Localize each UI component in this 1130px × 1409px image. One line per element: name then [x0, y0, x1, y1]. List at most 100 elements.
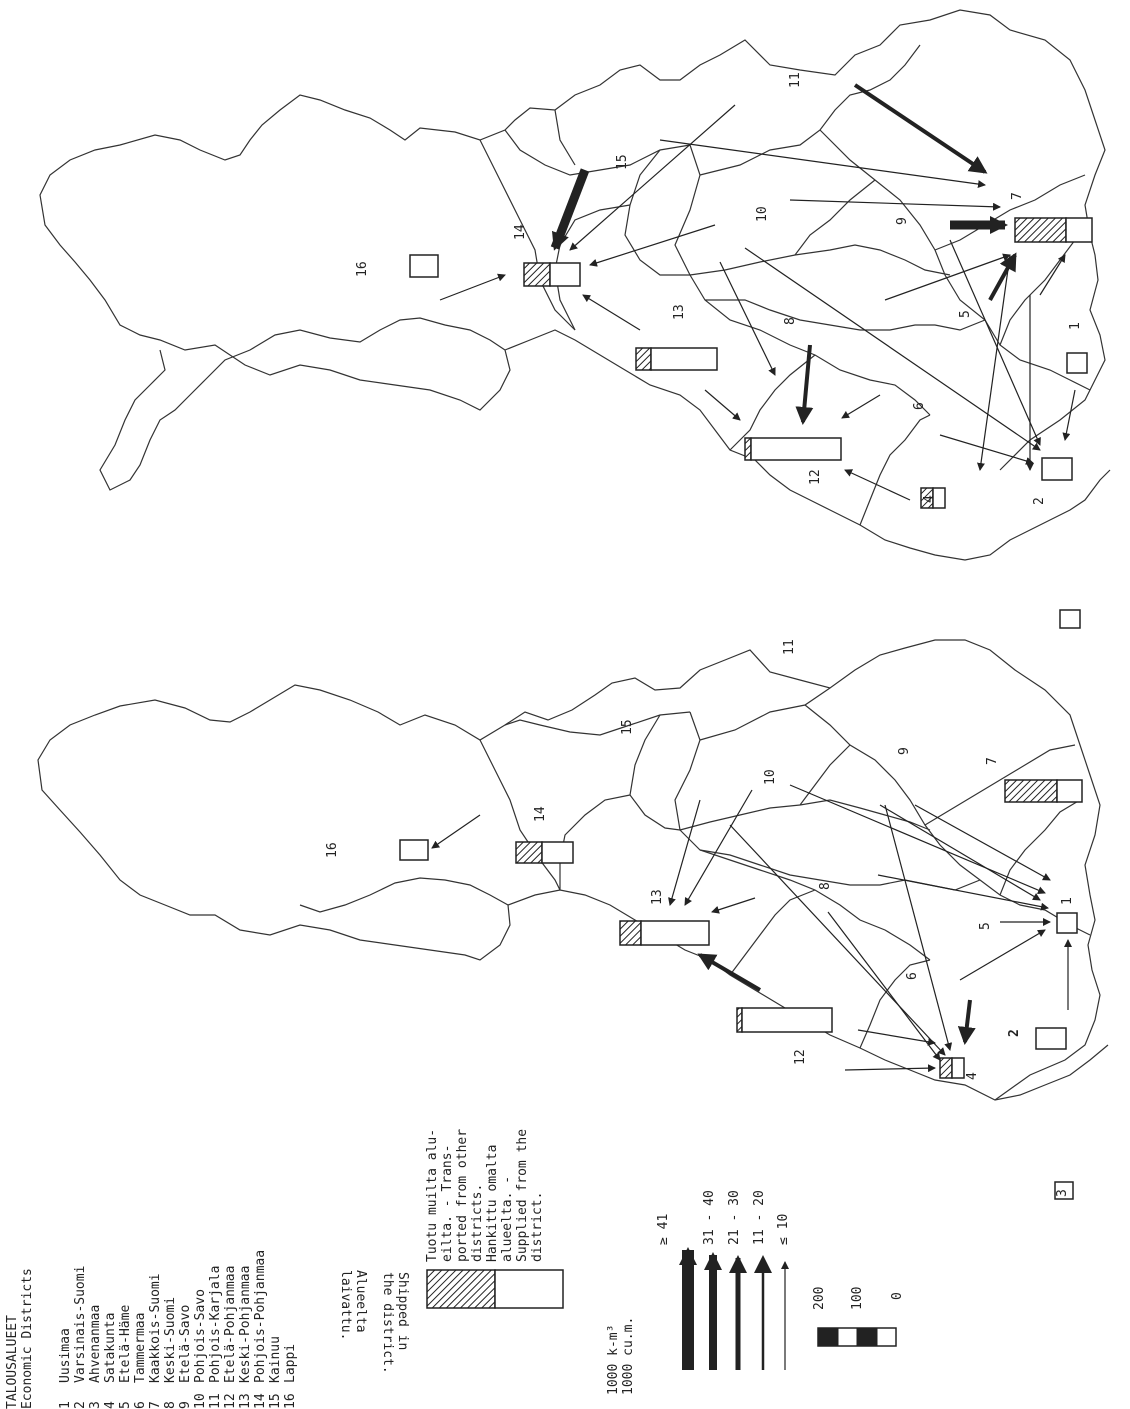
map-right-label-13: 13 [672, 304, 687, 320]
bar-right-14-hatched [523, 262, 551, 287]
district-row: 4Satakunta [103, 1312, 118, 1409]
scale-200: 200 [812, 1286, 827, 1310]
bar-right-1 [1066, 352, 1088, 374]
district-row: 16Lappi [283, 1343, 298, 1409]
bar-left-16 [399, 839, 429, 861]
bar-right-7-plain [1065, 217, 1093, 243]
bar-left-14-plain [541, 841, 574, 864]
bar-left-4-hatched [939, 1057, 953, 1079]
bar-right-2 [1041, 457, 1073, 481]
map-left-label-7: 7 [985, 757, 1000, 765]
bar-right-7-hatched [1014, 217, 1067, 243]
map-left-label-5: 5 [978, 922, 993, 930]
map-left-label-3: 3 [1055, 1189, 1070, 1197]
bar-left-7-hatched [1004, 779, 1058, 803]
map-left-label-6: 6 [905, 972, 920, 980]
map-left-label-8: 8 [818, 882, 833, 890]
map-left-outline [37, 639, 1101, 1101]
bar-right-ahvenanmaa [1059, 609, 1081, 629]
district-row: 12Etelä-Pohjanmaa [223, 1265, 238, 1409]
map-left-label-14: 14 [533, 806, 548, 822]
map-left-label-10: 10 [763, 769, 778, 785]
map-right-label-16: 16 [355, 261, 370, 277]
title-fi: TALOUSALUEET [5, 1315, 20, 1409]
legend-box-plain [494, 1269, 564, 1309]
scale-100: 100 [850, 1286, 865, 1310]
map-right-label-14: 14 [513, 224, 528, 240]
bar-left-4-plain [951, 1057, 965, 1079]
district-row: 15Kainuu [268, 1336, 283, 1409]
bar-right-13-hatched [635, 347, 652, 371]
legend-box-text: Tuotu muilta alu- eilta. - Trans- ported… [425, 1128, 545, 1262]
bar-left-7-plain [1056, 779, 1083, 803]
district-row: 14Pohjois-Pohjanmaa [253, 1249, 268, 1409]
bar-right-12-plain [750, 437, 842, 461]
map-left-label-11: 11 [782, 639, 797, 655]
district-row: 13Keski-Pohjanmaa [238, 1265, 253, 1409]
title-en: Economic Districts [20, 1268, 35, 1409]
map-right-bars [409, 217, 1093, 629]
map-right-label-4: 4 [922, 495, 937, 503]
bar-right-16 [409, 254, 439, 278]
map-right-label-8: 8 [783, 317, 798, 325]
district-row: 1Uusimaa [58, 1328, 73, 1409]
bar-left-12-plain [741, 1007, 833, 1033]
bar-right-12-hatched [744, 437, 752, 461]
scale-0: 0 [890, 1292, 905, 1300]
map-left-label-2: 2 [1007, 1029, 1022, 1037]
bar-left-14-hatched [515, 841, 543, 864]
bar-right-14-plain [549, 262, 581, 287]
bar-left-2 [1035, 1027, 1067, 1050]
district-row: 10Pohjois-Savo [193, 1289, 208, 1409]
map-left [37, 639, 1109, 1101]
bar-left-1 [1056, 912, 1078, 934]
map-left-label-12: 12 [793, 1049, 808, 1065]
legend-hatched-fi: Alueelta laivattu. [338, 1270, 368, 1341]
district-row: 8Keski-Suomi [163, 1296, 178, 1409]
legend-title: TALOUSALUEET Economic Districts [5, 1268, 35, 1409]
map-right-label-7: 7 [1010, 192, 1025, 200]
legend-hatched-en: Shipped in the district. [380, 1272, 410, 1374]
map-right-outline [39, 9, 1106, 491]
district-row: 7Kaakkois-Suomi [148, 1273, 163, 1409]
map-right-label-5: 5 [958, 310, 973, 318]
map-left-label-1: 1 [1060, 897, 1075, 905]
bar-left-13-plain [640, 920, 710, 946]
bar-left-13-hatched [619, 920, 642, 946]
map-right-arrows [439, 83, 1076, 501]
legend-class-10: ≤ 10 [776, 1213, 791, 1245]
district-row: 2Varsinais-Suomi [73, 1265, 88, 1409]
district-row: 3Ahvenanmaa [88, 1304, 103, 1409]
legend-class-21: 21 - 30 [727, 1190, 742, 1245]
map-right-label-11: 11 [788, 72, 803, 88]
district-list: 1Uusimaa 2Varsinais-Suomi 3Ahvenanmaa 4S… [58, 1250, 298, 1409]
bar-right-4-plain [932, 487, 946, 509]
bar-left-ahvenanmaa [1054, 1181, 1074, 1200]
legend-units: 1000 k-m³ 1000 cu.m. [606, 1316, 636, 1395]
map-left-label-9: 9 [897, 747, 912, 755]
map-right-label-1: 1 [1068, 322, 1083, 330]
legend-graphics [426, 1247, 897, 1370]
map-left-label-16: 16 [325, 842, 340, 858]
legend-class-41: ≥ 41 [656, 1213, 671, 1245]
map-left-arrows [431, 784, 1072, 1073]
map-right-label-15: 15 [615, 154, 630, 170]
map-right-label-9: 9 [895, 217, 910, 225]
district-row: 6Tammermaa [133, 1312, 148, 1409]
legend-class-11: 11 - 20 [752, 1190, 767, 1245]
district-row: 11Pohjois-Karjala [208, 1265, 223, 1409]
map-right-label-6: 6 [912, 402, 927, 410]
district-row: 9Etelä-Savo [178, 1304, 193, 1409]
map-left-label-4: 4 [965, 1072, 980, 1080]
map-left-label-13: 13 [650, 889, 665, 905]
map-right-label-12: 12 [808, 469, 823, 485]
map-right-label-2: 2 [1032, 497, 1047, 505]
map-left-bars [399, 779, 1083, 1200]
legend-class-31: 31 - 40 [702, 1190, 717, 1245]
map-left-label-15: 15 [620, 719, 635, 735]
legend-box-hatched [426, 1269, 496, 1309]
map-right-label-10: 10 [755, 206, 770, 222]
district-row: 5Etelä-Häme [118, 1304, 133, 1409]
bar-right-13-plain [650, 347, 718, 371]
